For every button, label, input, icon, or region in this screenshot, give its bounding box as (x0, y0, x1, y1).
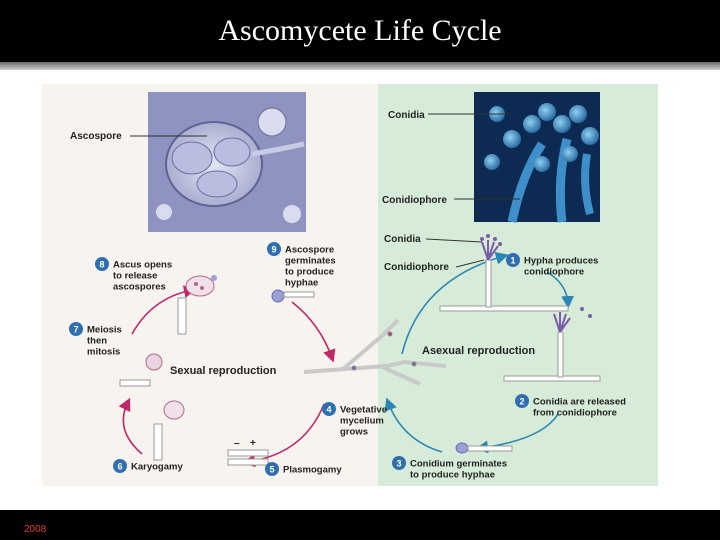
ascospore-label: Ascospore (70, 131, 122, 142)
step-2-number: 2 (519, 397, 524, 407)
step-5-text: Plasmogamy (283, 465, 342, 476)
conidiophore-sketch-lower (503, 307, 601, 382)
step-4-number: 4 (326, 405, 331, 415)
step-6-number: 6 (117, 462, 122, 472)
step-4-badge (322, 402, 336, 416)
ascus-open-sketch (177, 275, 217, 335)
conidiophore-mid-label: Conidiophore (384, 262, 449, 273)
step-3-badge (392, 456, 406, 470)
ascospore-micrograph (148, 92, 306, 232)
conidia-mid-leader (425, 238, 483, 243)
sexual-reproduction-label: Sexual reproduction (170, 365, 277, 377)
mycelium-sketch (303, 318, 447, 386)
title-bar-accent (0, 62, 720, 70)
life-cycle-diagram: Ascospore Conidia Conidiophore Conidia C… (42, 84, 658, 486)
asexual-reproduction-label: Asexual reproduction (422, 345, 535, 357)
conidiophore-mid-leader (455, 259, 485, 268)
step-5: 5 Plasmogamy (265, 462, 342, 476)
karyogamy-sketch (153, 400, 185, 461)
step-2-badge (515, 394, 529, 408)
step-1-badge (506, 253, 520, 267)
mating-plus-label: + (250, 438, 256, 449)
germinating-conidium-sketch (455, 442, 513, 454)
mating-minus-label: – (234, 438, 240, 449)
slide-title: Ascomycete Life Cycle (218, 14, 502, 47)
step-8-number: 8 (99, 260, 104, 270)
conidia-top-label: Conidia (388, 110, 425, 121)
step-5-number: 5 (269, 465, 274, 475)
life-cycle-figure: Ascospore Conidia Conidiophore Conidia C… (42, 84, 658, 486)
conidia-mid-label: Conidia (384, 234, 421, 245)
step-7-number: 7 (73, 325, 78, 335)
germinating-ascospore-sketch (271, 289, 315, 303)
step-6: 6 Karyogamy (113, 459, 183, 473)
footer-bar (0, 510, 720, 540)
conidiophore-sketch-upper (439, 234, 569, 312)
step-1-number: 1 (510, 256, 515, 266)
title-bar (0, 0, 720, 70)
step-6-badge (113, 459, 127, 473)
step-3-number: 3 (396, 459, 401, 469)
step-5-badge (265, 462, 279, 476)
meiosis-sketch (119, 353, 163, 387)
step-7-badge (69, 322, 83, 336)
conidia-micrograph (474, 92, 600, 223)
plasmogamy-sketch (227, 449, 269, 466)
conidiophore-top-label: Conidiophore (382, 195, 447, 206)
step-9-badge (267, 242, 281, 256)
footer-year: 2008 (24, 524, 47, 535)
step-9-number: 9 (271, 245, 276, 255)
step-8-badge (95, 257, 109, 271)
step-6-text: Karyogamy (131, 462, 183, 473)
